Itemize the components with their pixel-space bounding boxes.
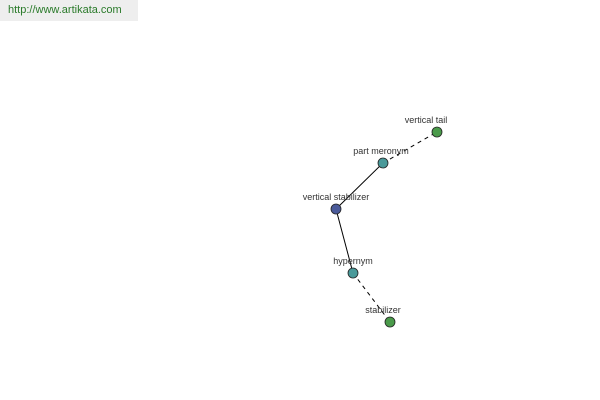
node-marker-vertical-tail[interactable] xyxy=(431,126,443,138)
node-marker-part-meronym[interactable] xyxy=(377,157,389,169)
node-vertical-stabilizer[interactable]: vertical stabilizer xyxy=(303,192,370,215)
edge-vertical-stabilizer-to-hypernym xyxy=(335,208,354,274)
node-marker-stabilizer[interactable] xyxy=(384,316,396,328)
node-label-vertical-tail: vertical tail xyxy=(405,115,448,125)
node-label-vertical-stabilizer: vertical stabilizer xyxy=(303,192,370,202)
edge-hypernym-to-stabilizer xyxy=(352,272,391,323)
node-marker-hypernym[interactable] xyxy=(347,267,359,279)
node-marker-vertical-stabilizer[interactable] xyxy=(330,203,342,215)
site-url-link[interactable]: http://www.artikata.com xyxy=(0,0,138,21)
node-part-meronym[interactable]: part meronym xyxy=(353,146,409,169)
node-label-stabilizer: stabilizer xyxy=(365,305,401,315)
nodes-layer: vertical stabilizer part meronym vertical … xyxy=(303,115,448,328)
node-hypernym[interactable]: hypernym xyxy=(333,256,373,279)
edge-part-meronym-to-vertical-tail xyxy=(382,131,438,164)
node-label-hypernym: hypernym xyxy=(333,256,373,266)
node-stabilizer[interactable]: stabilizer xyxy=(365,305,401,328)
node-vertical-tail[interactable]: vertical tail xyxy=(405,115,448,138)
edge-vertical-stabilizer-to-part-meronym xyxy=(335,162,384,210)
edges-layer xyxy=(335,131,438,323)
node-label-part-meronym: part meronym xyxy=(353,146,409,156)
